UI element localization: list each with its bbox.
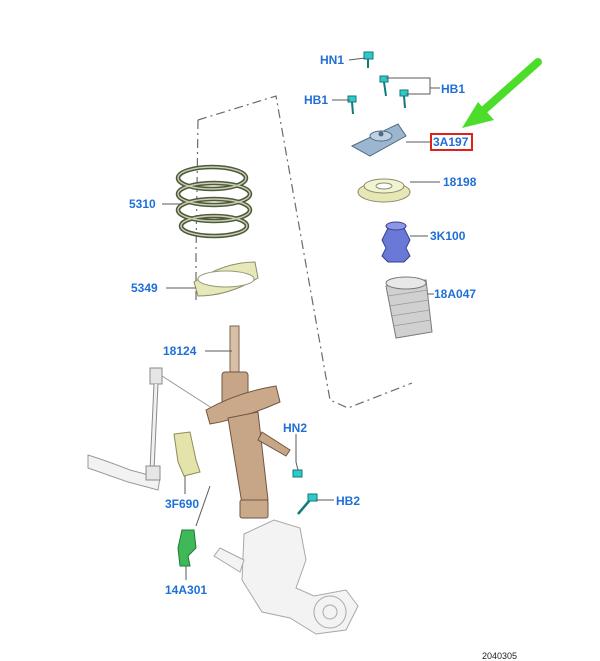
label-14a301: 14A301 xyxy=(165,583,207,597)
label-hb1-left: HB1 xyxy=(304,93,328,107)
strut-bearing xyxy=(357,178,411,203)
label-3a197: 3A197 xyxy=(433,135,469,149)
nut-hn1 xyxy=(363,51,374,68)
bump-stop xyxy=(381,221,411,263)
label-5349: 5349 xyxy=(131,281,158,295)
label-5310: 5310 xyxy=(129,197,156,211)
bolt-hb1-c xyxy=(347,95,357,115)
label-18a047: 18A047 xyxy=(434,287,476,301)
strut-assembly xyxy=(205,325,291,519)
top-mount xyxy=(350,123,407,157)
highlight-box xyxy=(430,133,473,151)
nut-hn2 xyxy=(292,469,303,478)
dust-boot xyxy=(385,276,433,339)
stabilizer-link xyxy=(145,367,219,481)
bolt-hb1-a xyxy=(379,75,389,97)
assembly-outline xyxy=(197,95,413,409)
label-18124: 18124 xyxy=(163,344,197,358)
bracket-14a301 xyxy=(177,529,197,567)
spring-insulator xyxy=(193,261,259,297)
bolt-hb2 xyxy=(297,493,318,515)
label-3f690: 3F690 xyxy=(165,497,199,511)
bolt-hb1-b xyxy=(399,89,409,109)
stabilizer-bar xyxy=(87,454,161,491)
label-hn2: HN2 xyxy=(283,421,307,435)
label-hb2: HB2 xyxy=(336,494,360,508)
assembly-outline-left xyxy=(195,119,199,300)
label-3k100: 3K100 xyxy=(430,229,466,243)
green-arrow-icon xyxy=(462,58,542,128)
label-hb1-right: HB1 xyxy=(441,82,465,96)
label-18198: 18198 xyxy=(443,175,477,189)
label-hn1: HN1 xyxy=(320,53,344,67)
bracket-3f690 xyxy=(173,431,201,477)
reference-number: 2040305 xyxy=(482,651,517,661)
steering-knuckle xyxy=(213,519,359,635)
